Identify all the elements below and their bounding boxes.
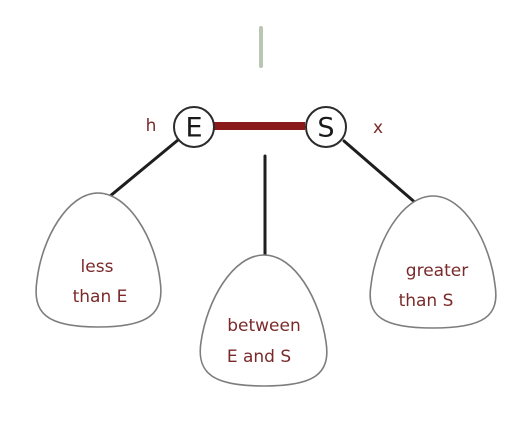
node-s: S <box>305 106 347 148</box>
node-s-circle <box>305 106 347 148</box>
node-s-variable: x <box>373 118 383 138</box>
subtree-right-shape <box>369 195 497 329</box>
node-s-key: S <box>317 113 334 144</box>
node-e-circle <box>173 106 215 148</box>
subtree-right: greater than S <box>369 195 497 329</box>
subtree-left-label-line2: than E <box>73 287 128 307</box>
link-to-right-subtree <box>342 139 427 213</box>
subtree-left-shape <box>35 192 162 328</box>
subtree-middle: between E and S <box>199 254 328 387</box>
subtree-middle-label-line1: between <box>227 316 301 336</box>
subtree-middle-shape <box>199 254 328 387</box>
subtree-right-label-line2: than S <box>399 291 454 311</box>
subtree-left-label-line1: less <box>81 257 114 277</box>
subtree-right-label-line1: greater <box>406 261 468 281</box>
node-e-key: E <box>185 113 202 144</box>
node-e: E <box>173 106 215 148</box>
subtree-middle-label-line2: E and S <box>227 347 291 367</box>
subtree-left: less than E <box>35 192 162 328</box>
node-e-variable: h <box>146 116 157 136</box>
